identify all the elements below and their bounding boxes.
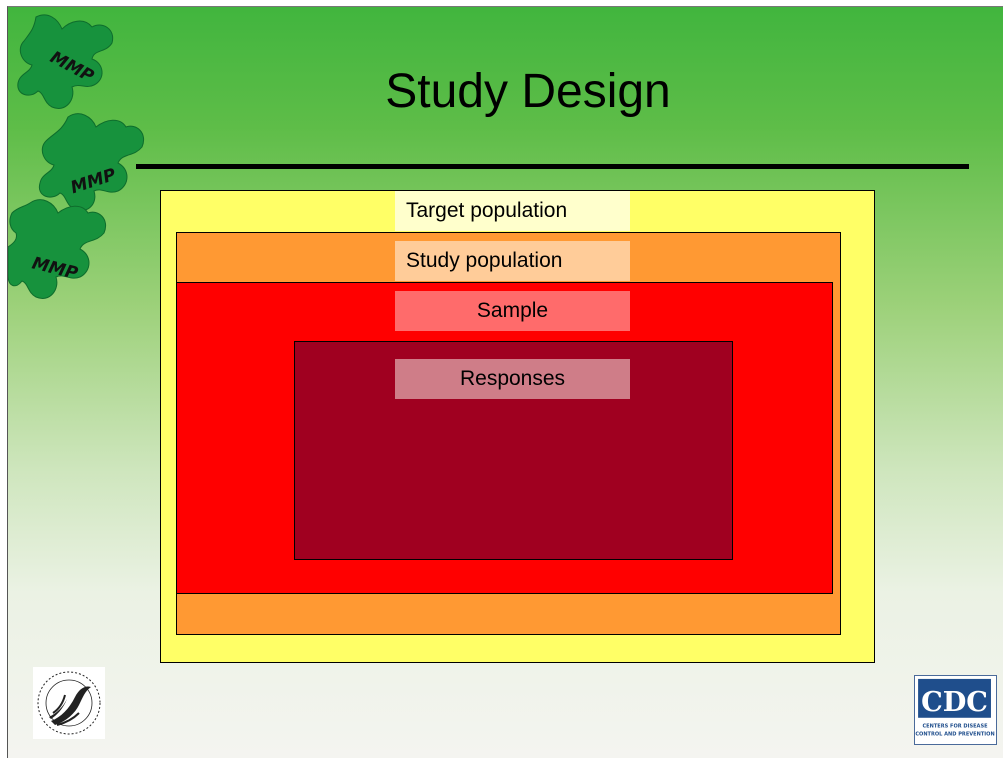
cdc-logo-subtitle-2: CONTROL AND PREVENTION bbox=[915, 731, 994, 737]
study-population-label: Study population bbox=[395, 241, 630, 281]
cdc-logo: CDC CENTERS FOR DISEASE CONTROL AND PREV… bbox=[914, 675, 997, 745]
target-population-label: Target population bbox=[395, 191, 630, 231]
cdc-logo-text: CDC bbox=[921, 686, 988, 718]
responses-label: Responses bbox=[395, 359, 630, 399]
cdc-logo-subtitle-1: CENTERS FOR DISEASE bbox=[922, 723, 988, 729]
slide: MMP MMP MMP Study Design Target populati… bbox=[7, 6, 1003, 758]
hhs-seal-icon bbox=[33, 667, 105, 739]
slide-title: Study Design bbox=[385, 65, 671, 118]
mmp-puzzle-pieces-icon: MMP MMP MMP bbox=[8, 14, 144, 299]
sample-label: Sample bbox=[395, 291, 630, 331]
title-divider bbox=[136, 164, 969, 169]
